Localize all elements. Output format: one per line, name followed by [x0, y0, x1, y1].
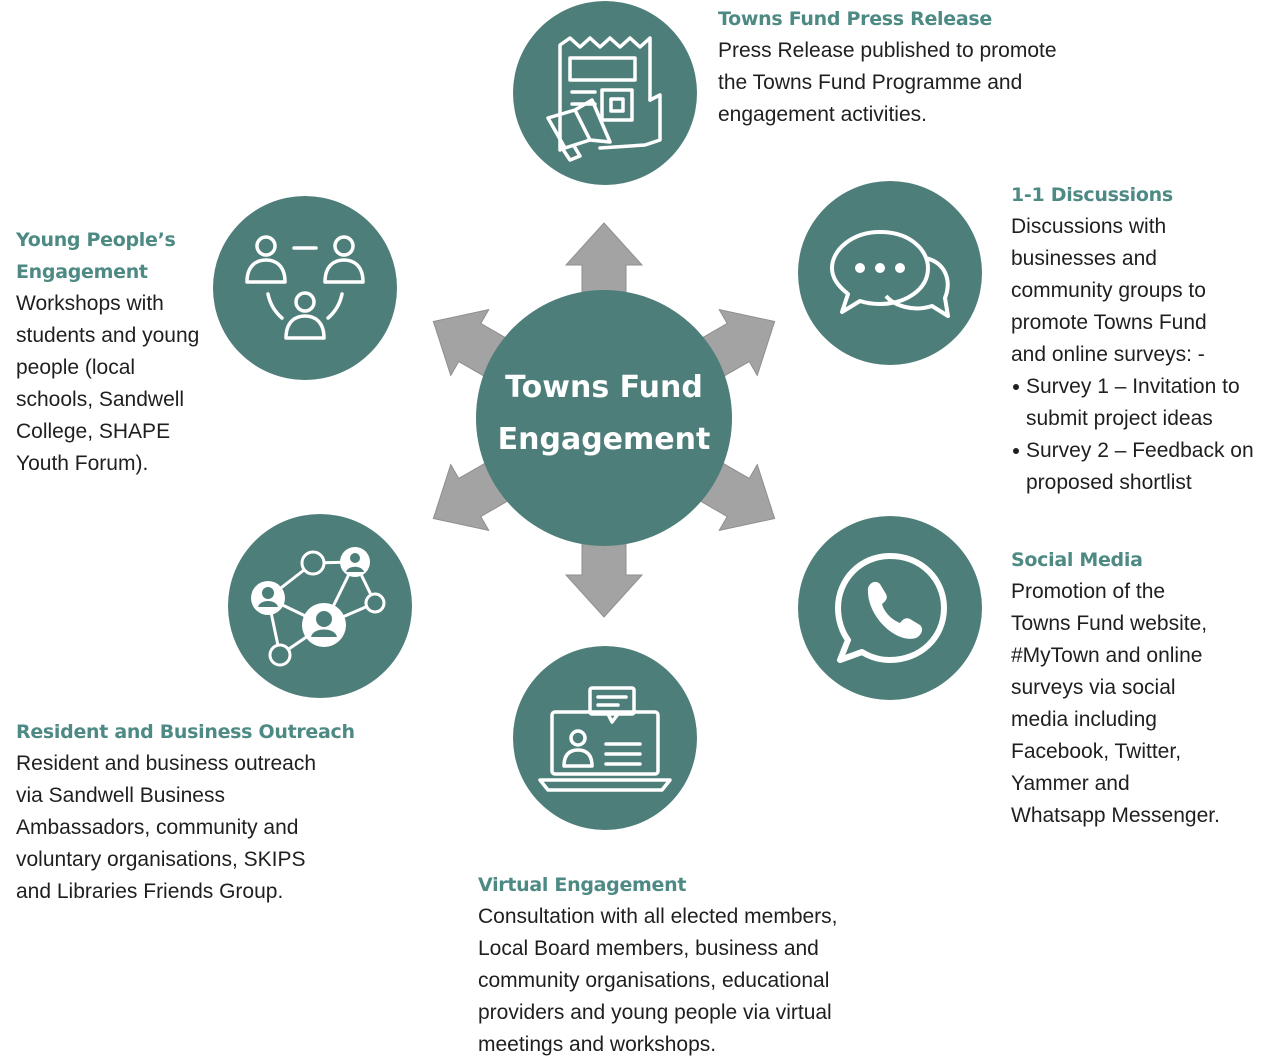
press-circle	[513, 1, 697, 185]
text-line: Survey 1 – Invitation to	[1026, 375, 1240, 398]
text-line: proposed shortlist	[1026, 471, 1192, 494]
text-line: submit project ideas	[1026, 407, 1213, 430]
text-line: Whatsapp Messenger.	[1011, 804, 1220, 827]
laptop-video-call-icon	[538, 686, 672, 792]
press-release-block: Towns Fund Press Release Press Release p…	[718, 3, 1098, 131]
virtual-engagement-text: Consultation with all elected members, L…	[478, 901, 898, 1058]
text-line: community groups to	[1011, 279, 1206, 302]
survey-item: Survey 2 – Feedback on proposed shortlis…	[1011, 435, 1263, 499]
speech-bubbles-icon	[830, 230, 950, 318]
text-line: and Libraries Friends Group.	[16, 880, 284, 903]
text-line: via Sandwell Business	[16, 784, 225, 807]
survey-item: Survey 1 – Invitation to submit project …	[1011, 371, 1263, 435]
text-line: Promotion of the	[1011, 580, 1166, 603]
text-line: providers and young people via virtual	[478, 1001, 832, 1024]
center-title-line-1: Towns Fund	[505, 370, 703, 405]
text-line: Consultation with all elected members,	[478, 905, 838, 928]
young-circle	[213, 196, 397, 380]
text-line: #MyTown and online	[1011, 644, 1203, 667]
text-line: people (local	[16, 356, 136, 379]
text-line: Press Release published to promote	[718, 39, 1057, 62]
people-network-icon	[251, 547, 386, 667]
text-line: Towns Fund website,	[1011, 612, 1208, 635]
text-line: Survey 2 – Feedback on	[1026, 439, 1254, 462]
virtual-engagement-block: Virtual Engagement Consultation with all…	[478, 869, 898, 1058]
young-people-text: Workshops with students and young people…	[16, 288, 226, 480]
heading-line: Young People’s	[16, 229, 176, 251]
young-people-block: Young People’s Engagement Workshops with…	[16, 224, 226, 480]
text-line: community organisations, educational	[478, 969, 830, 992]
text-line: engagement activities.	[718, 103, 927, 126]
text-line: Discussions with	[1011, 215, 1167, 238]
discussions-heading: 1-1 Discussions	[1011, 184, 1173, 206]
heading-line: Engagement	[16, 261, 148, 283]
social-media-heading: Social Media	[1011, 549, 1143, 571]
text-line: promote Towns Fund	[1011, 311, 1207, 334]
text-line: Ambassadors, community and	[16, 816, 299, 839]
text-line: media including	[1011, 708, 1157, 731]
social-media-text: Promotion of the Towns Fund website, #My…	[1011, 576, 1263, 832]
resident-outreach-heading: Resident and Business Outreach	[16, 721, 355, 743]
center-title: Towns Fund Engagement	[476, 362, 732, 466]
survey-list: Survey 1 – Invitation to submit project …	[1011, 371, 1263, 499]
text-line: Facebook, Twitter,	[1011, 740, 1182, 763]
text-line: schools, Sandwell	[16, 388, 185, 411]
text-line: Yammer and	[1011, 772, 1130, 795]
text-line: Local Board members, business and	[478, 937, 819, 960]
resident-outreach-block: Resident and Business Outreach Resident …	[16, 716, 376, 908]
newspaper-megaphone-icon	[546, 36, 662, 162]
text-line: voluntary organisations, SKIPS	[16, 848, 306, 871]
virtual-engagement-heading: Virtual Engagement	[478, 874, 687, 896]
text-line: students and young	[16, 324, 200, 347]
text-line: College, SHAPE	[16, 420, 171, 443]
virtual-circle	[513, 646, 697, 830]
whatsapp-phone-icon	[835, 553, 947, 663]
discussions-text: Discussions with businesses and communit…	[1011, 211, 1263, 499]
text-line: surveys via social	[1011, 676, 1176, 699]
resident-outreach-text: Resident and business outreach via Sandw…	[16, 748, 376, 908]
text-line: the Towns Fund Programme and	[718, 71, 1023, 94]
social-circle	[798, 516, 982, 700]
center-circle	[476, 290, 732, 546]
press-release-heading: Towns Fund Press Release	[718, 8, 992, 30]
social-media-block: Social Media Promotion of the Towns Fund…	[1011, 544, 1263, 832]
young-people-heading: Young People’s Engagement	[16, 224, 226, 288]
text-line: Resident and business outreach	[16, 752, 317, 775]
text-line: businesses and	[1011, 247, 1157, 270]
center-title-line-2: Engagement	[497, 422, 711, 457]
group-people-icon	[245, 235, 365, 340]
text-line: Youth Forum).	[16, 452, 149, 475]
text-line: and online surveys: -	[1011, 343, 1205, 366]
discussions-block: 1-1 Discussions Discussions with busines…	[1011, 179, 1263, 499]
discussions-circle	[798, 181, 982, 365]
text-line: meetings and workshops.	[478, 1033, 717, 1056]
text-line: Workshops with	[16, 292, 164, 315]
press-release-text: Press Release published to promote the T…	[718, 35, 1098, 131]
